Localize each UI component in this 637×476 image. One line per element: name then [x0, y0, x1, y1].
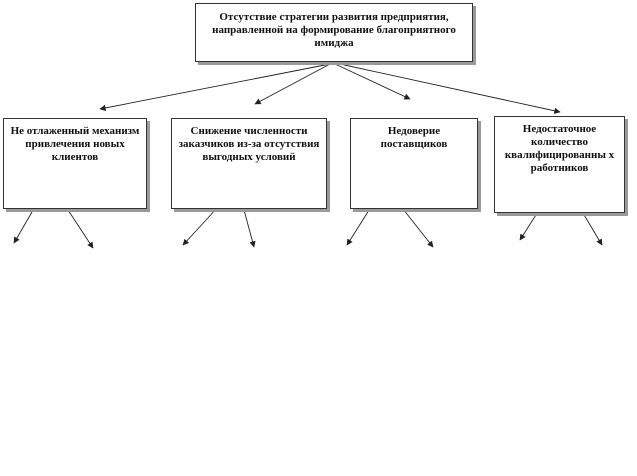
arrow-root-to-child-2 [254, 63, 331, 105]
child-node-suppliers: Недоверие поставщиков [350, 118, 478, 209]
arrow-child-3-right [402, 208, 434, 248]
arrow-child-2-left [182, 206, 219, 246]
root-node-text: Отсутствие стратегии развития предприяти… [212, 11, 456, 49]
arrow-root-to-child-4 [339, 63, 561, 114]
arrow-child-3-left [346, 206, 372, 246]
child-node-text: Недостаточное количество квалифицированн… [504, 123, 615, 174]
arrow-child-1-right [67, 209, 94, 249]
child-node-text: Не отлаженный механизм привлечения новых… [10, 125, 140, 163]
arrow-child-4-right [579, 207, 603, 246]
child-node-text: Недоверие поставщиков [380, 125, 448, 150]
arrow-root-to-child-1 [99, 63, 331, 112]
arrow-root-to-child-3 [334, 63, 411, 100]
child-node-clients: Не отлаженный механизм привлечения новых… [3, 118, 147, 209]
arrow-child-2-right [243, 209, 256, 248]
child-node-customers: Снижение численности заказчиков из-за от… [171, 118, 327, 209]
root-node: Отсутствие стратегии развития предприяти… [195, 3, 473, 62]
child-node-workers: Недостаточное количество квалифицированн… [494, 116, 625, 213]
arrow-child-1-left [13, 211, 33, 244]
child-node-text: Снижение численности заказчиков из-за от… [178, 125, 320, 163]
